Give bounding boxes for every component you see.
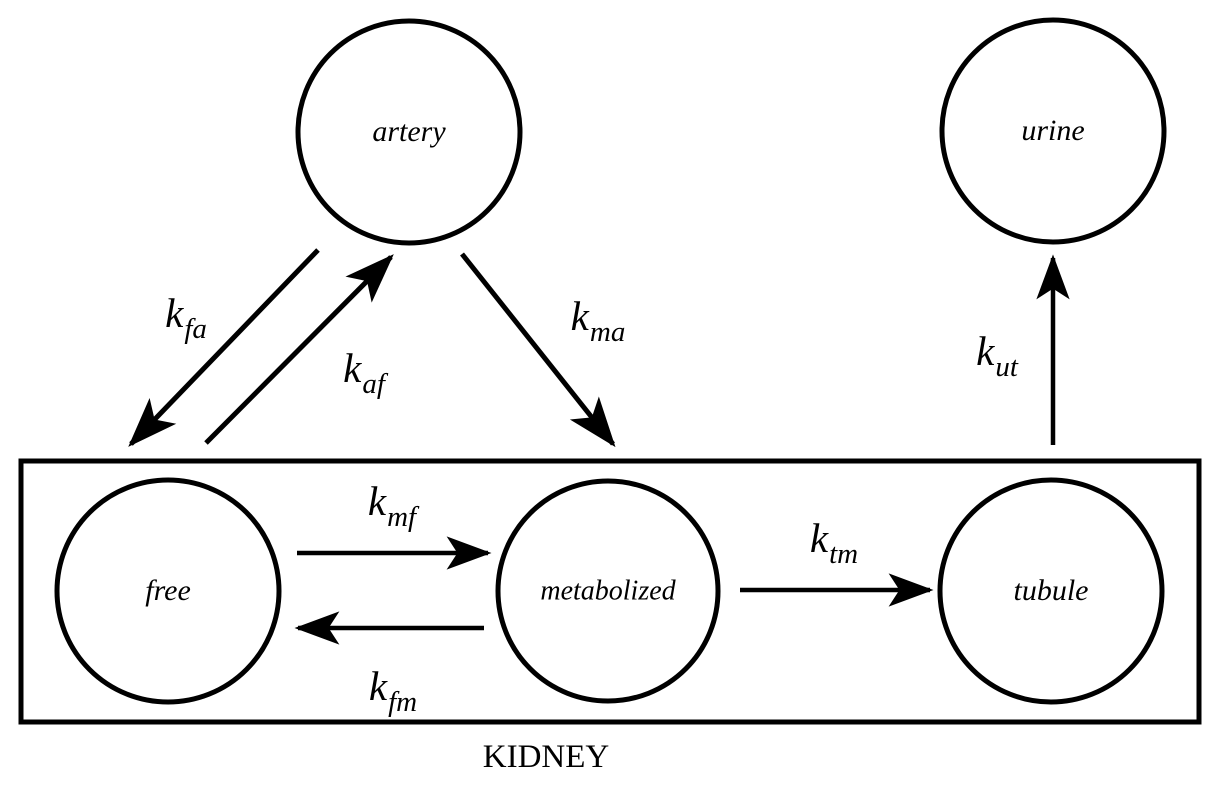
rate-labels-group: kfa kaf kma kut kmf kfm ktm [165, 290, 1019, 718]
node-urine-label: urine [1021, 114, 1084, 147]
node-artery-circle[interactable] [295, 18, 523, 246]
node-tubule[interactable]: tubule [937, 477, 1165, 705]
kidney-region-label: KIDNEY [483, 739, 609, 775]
rate-label-k-fa: kfa [165, 290, 207, 345]
node-tubule-circle[interactable] [937, 477, 1165, 705]
node-metabolized-label: metabolized [540, 575, 676, 606]
kidney-region-box [18, 458, 1202, 725]
node-metabolized[interactable]: metabolized [495, 478, 721, 704]
nodes-group: artery urine free metabolized tubule [54, 17, 1167, 705]
rate-label-k-mf: kmf [368, 478, 420, 533]
node-free-label: free [145, 574, 191, 607]
rate-label-k-ut: kut [976, 328, 1019, 383]
rate-label-k-af: kaf [343, 345, 389, 400]
node-free[interactable]: free [54, 477, 282, 705]
edge-k-af-arrow [204, 254, 394, 445]
node-urine-circle[interactable] [939, 17, 1167, 245]
node-tubule-label: tubule [1014, 574, 1089, 607]
node-metabolized-circle[interactable] [495, 478, 721, 704]
edge-k-fa-arrow [128, 248, 320, 447]
node-urine[interactable]: urine [939, 17, 1167, 245]
node-artery[interactable]: artery [295, 18, 523, 246]
rate-label-k-fm: kfm [369, 663, 417, 718]
rate-label-k-ma: kma [571, 293, 626, 348]
rate-label-k-tm: ktm [810, 515, 858, 570]
node-free-circle[interactable] [54, 477, 282, 705]
edge-k-ma-arrow [460, 252, 616, 448]
node-artery-label: artery [372, 115, 446, 148]
edges-group [128, 248, 1070, 645]
